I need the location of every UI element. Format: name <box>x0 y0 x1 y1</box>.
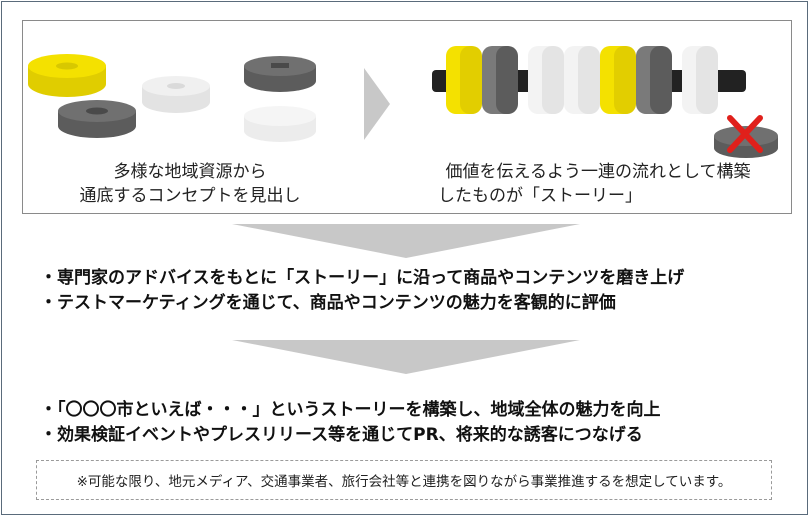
bottom-bullet-list: ・「〇〇〇市といえば・・・」というストーリーを構築し、地域全体の魅力を向上 ・効… <box>40 398 661 448</box>
bullet-item: ・テストマーケティングを通じて、商品やコンテンツの魅力を客観的に評価 <box>40 293 616 313</box>
middle-bullet-list: ・専門家のアドバイスをもとに「ストーリー」に沿って商品やコンテンツを磨き上げ ・… <box>40 266 684 316</box>
note-box: ※可能な限り、地元メディア、交通事業者、旅行会社等と連携を図りながら事業推進する… <box>36 460 772 500</box>
right-arrow-icon <box>364 68 390 140</box>
note-text: ※可能な限り、地元メディア、交通事業者、旅行会社等と連携を図りながら事業推進する… <box>76 474 732 490</box>
down-arrow-icon <box>232 340 580 374</box>
dark-disk-icon <box>244 56 316 92</box>
yellow-disk-icon <box>28 54 106 97</box>
left-caption: 多様な地域資源から 通底するコンセプトを見出し <box>40 160 340 208</box>
light-disk-icon <box>244 106 316 142</box>
right-caption-line: 価値を伝えるよう一連の流れとして構築 <box>445 162 751 182</box>
dark-disk-icon <box>58 100 136 138</box>
cross-icon <box>727 115 763 153</box>
bullet-item: ・「〇〇〇市といえば・・・」というストーリーを構築し、地域全体の魅力を向上 <box>40 400 661 420</box>
connected-disks-icon <box>432 46 746 114</box>
right-caption-line: したものが「ストーリー」 <box>438 186 642 206</box>
bullet-item: ・効果検証イベントやプレスリリース等を通じてPR、将来的な誘客につなげる <box>40 425 643 445</box>
left-caption-line: 多様な地域資源から <box>113 162 267 182</box>
right-caption: 価値を伝えるよう一連の流れとして構築 したものが「ストーリー」 <box>418 160 778 208</box>
down-arrow-icon <box>232 224 580 258</box>
light-disk-icon <box>142 76 210 113</box>
bullet-item: ・専門家のアドバイスをもとに「ストーリー」に沿って商品やコンテンツを磨き上げ <box>40 268 685 288</box>
left-caption-line: 通底するコンセプトを見出し <box>79 186 301 206</box>
